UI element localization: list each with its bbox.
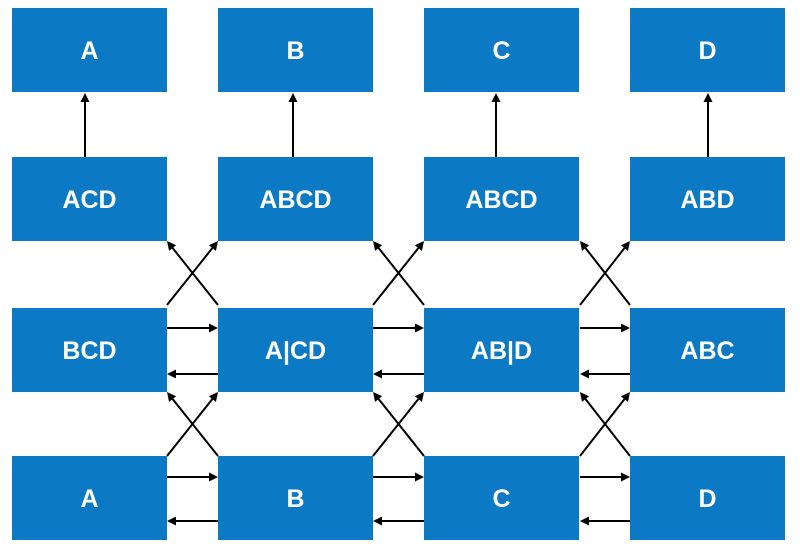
box-bottom-c-label: C [492,485,510,513]
arrow-h-bottom-3-left-arrowhead [580,516,589,526]
box-second-abcd-2-label: ABCD [465,186,537,214]
arrow-up-1-arrowhead [80,93,90,102]
box-second-acd-label: ACD [62,186,116,214]
arrow-cross-upper-c2-arrowhead [580,241,590,251]
box-top-c-label: C [492,37,510,65]
arrow-h-bottom-3-right-arrowhead [621,472,630,482]
arrow-cross-lower-a2-arrowhead [167,392,177,402]
box-third-a-cd-label: A|CD [265,337,326,365]
box-second-acd [12,157,167,241]
arrow-cross-lower-a1-line [166,398,214,457]
arrow-cross-upper-b2-line [377,247,425,306]
box-second-abd-label: ABD [680,186,734,214]
box-third-ab-d [424,308,579,392]
arrow-h-third-3-right-arrowhead [621,323,630,333]
box-second-abcd-2 [424,157,579,241]
box-bottom-d [630,456,785,540]
arrow-h-third-1-left-arrowhead [167,369,176,379]
arrow-cross-upper-b1-line [372,247,420,306]
box-bottom-a [12,456,167,540]
box-second-abcd-1 [218,157,373,241]
box-top-c [424,8,579,92]
box-bottom-b [218,456,373,540]
box-third-abc [630,308,785,392]
arrow-cross-upper-b2-arrowhead [373,241,383,251]
arrow-cross-lower-a2-line [171,398,219,457]
box-top-d-label: D [698,37,716,65]
arrow-cross-upper-c1-line [579,247,626,306]
box-third-bcd [12,308,167,392]
arrow-cross-upper-b1-arrowhead [414,241,424,251]
arrow-cross-upper-a1-line [166,247,214,306]
arrow-cross-lower-c2-arrowhead [580,392,590,402]
arrow-h-bottom-1-right-arrowhead [209,472,218,482]
arrow-h-bottom-1-left-arrowhead [167,516,176,526]
arrow-cross-upper-a2-line [171,247,219,306]
arrow-h-third-2-left-arrowhead [373,369,382,379]
arrow-cross-lower-c2-line [584,398,631,457]
arrow-cross-lower-b1-line [372,398,420,457]
arrow-h-bottom-2-left-arrowhead [373,516,382,526]
arrow-up-3-arrowhead [491,93,501,102]
box-top-a [12,8,167,92]
box-third-bcd-label: BCD [62,337,116,365]
arrow-h-third-2-right-arrowhead [415,323,424,333]
box-third-abc-label: ABC [680,337,734,365]
arrow-cross-lower-b2-line [377,398,425,457]
box-second-abcd-1-label: ABCD [259,186,331,214]
arrow-cross-upper-c2-line [584,247,631,306]
arrow-cross-lower-c1-arrowhead [620,392,630,402]
arrow-h-bottom-2-right-arrowhead [415,472,424,482]
box-bottom-d-label: D [698,485,716,513]
arrow-cross-upper-a1-arrowhead [208,241,218,251]
box-bottom-a-label: A [80,485,98,513]
box-third-a-cd [218,308,373,392]
arrow-cross-lower-b1-arrowhead [414,392,424,402]
arrow-h-third-1-right-arrowhead [209,323,218,333]
arrow-h-third-3-left-arrowhead [580,369,589,379]
box-second-abd [630,157,785,241]
arrow-cross-upper-c1-arrowhead [620,241,630,251]
box-bottom-c [424,456,579,540]
box-top-d [630,8,785,92]
arrow-cross-lower-c1-line [579,398,626,457]
arrow-cross-lower-a1-arrowhead [208,392,218,402]
box-top-a-label: A [80,37,98,65]
arrow-cross-upper-a2-arrowhead [167,241,177,251]
box-top-b-label: B [286,37,304,65]
box-top-b [218,8,373,92]
arrow-up-4-arrowhead [703,93,713,102]
box-bottom-b-label: B [286,485,304,513]
box-third-ab-d-label: AB|D [471,337,532,365]
arrow-cross-lower-b2-arrowhead [373,392,383,402]
arrows-layer [80,93,713,526]
arrow-up-2-arrowhead [288,93,298,102]
